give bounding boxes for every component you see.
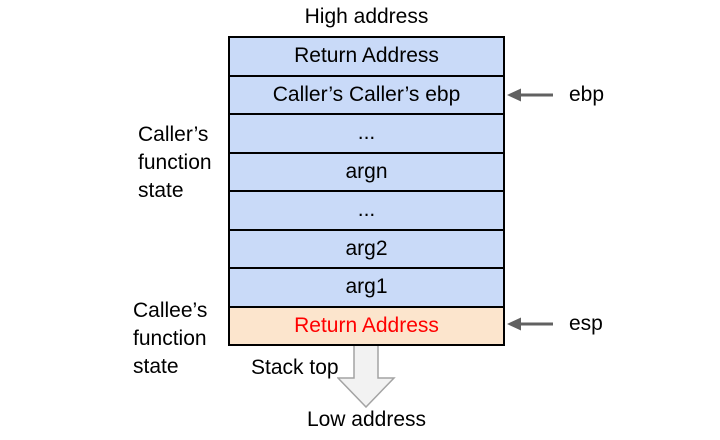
callers-function-state-label: Caller’s function state <box>138 121 212 205</box>
low-address-label: Low address <box>306 408 427 431</box>
esp-pointer: esp <box>507 312 603 335</box>
stack-row-label: ... <box>357 198 376 222</box>
high-address-label: High address <box>304 5 429 28</box>
stack-row-callers-callers-ebp: Caller’s Caller’s ebp <box>230 76 503 115</box>
stack-row-label: ... <box>357 121 376 145</box>
stack-row-argn: argn <box>230 153 503 192</box>
ebp-pointer: ebp <box>507 83 604 106</box>
stack-row-label: arg1 <box>345 275 388 299</box>
side-label-line: function <box>133 327 207 350</box>
stack-row-callee-return-address: Return Address <box>230 307 503 344</box>
stack-row-return-address: Return Address <box>230 38 503 77</box>
stack-row-label: argn <box>345 159 388 183</box>
stack-row-label: Return Address <box>294 44 439 68</box>
callees-function-state-label: Callee’s function state <box>133 297 207 381</box>
esp-register-label: esp <box>569 312 603 335</box>
side-label-line: function <box>138 151 212 174</box>
arrow-left-icon <box>507 88 553 102</box>
stack-row-ellipsis-2: ... <box>230 192 503 231</box>
stack-row-arg1: arg1 <box>230 269 503 308</box>
side-label-line: Caller’s <box>138 123 209 146</box>
stack-box: Return Address Caller’s Caller’s ebp ...… <box>228 36 505 346</box>
side-label-line: Callee’s <box>133 299 208 322</box>
stack-top-label: Stack top <box>251 356 339 379</box>
stack-row-arg2: arg2 <box>230 230 503 269</box>
stack-row-label: Return Address <box>294 313 439 337</box>
stack-row-label: arg2 <box>345 236 388 260</box>
ebp-register-label: ebp <box>569 83 605 106</box>
stack-row-label: Caller’s Caller’s ebp <box>272 82 461 106</box>
side-label-line: state <box>138 179 184 202</box>
stack-row-ellipsis-1: ... <box>230 115 503 154</box>
side-label-line: state <box>133 355 179 378</box>
arrow-left-icon <box>507 317 553 331</box>
stack-growth-arrow-icon <box>337 344 396 408</box>
